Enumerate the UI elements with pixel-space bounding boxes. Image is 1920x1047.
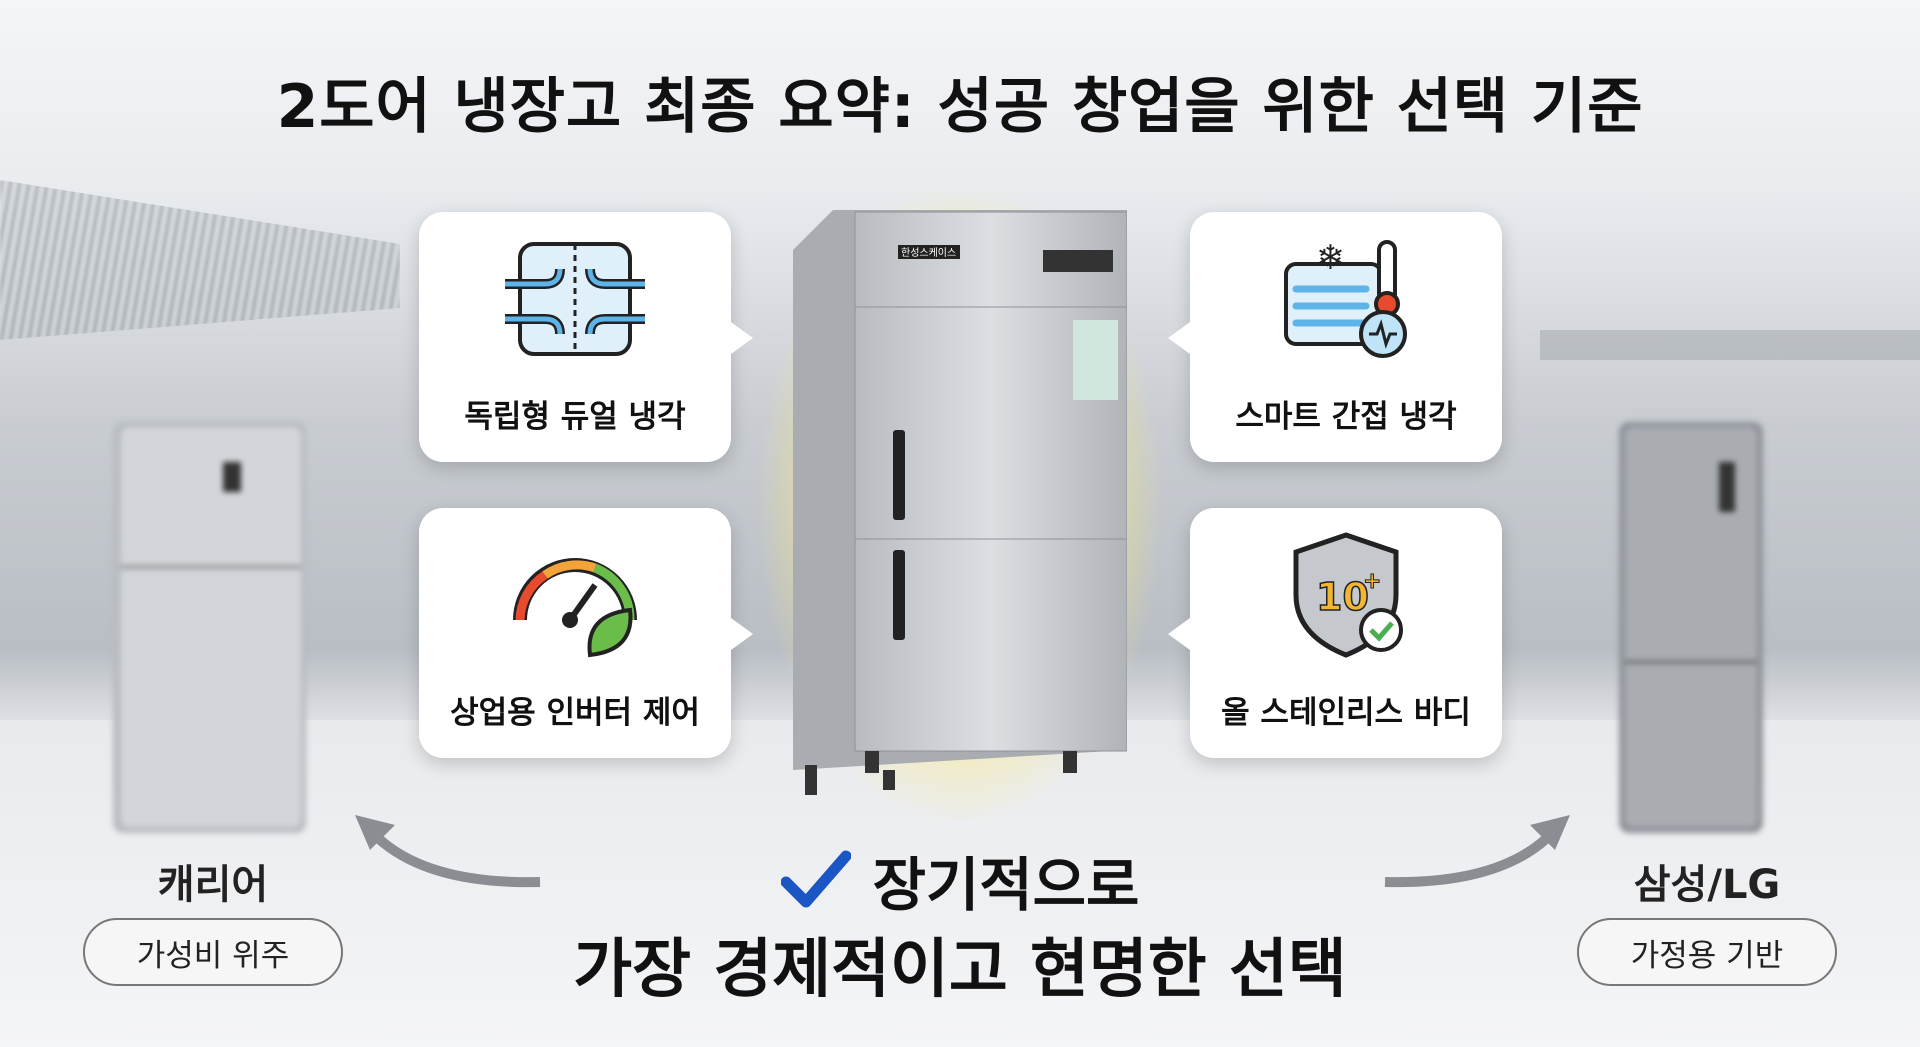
conclusion-line2: 가장 경제적이고 현명한 선택: [573, 933, 1347, 1007]
conclusion-line1: 장기적으로: [700, 838, 1220, 922]
left-arrow-icon: [366, 826, 541, 888]
center-fridge-image: 한성스케이스: [793, 210, 1127, 795]
right-brand-tag: 가정용 기반: [1577, 918, 1837, 986]
svg-text:10: 10: [1316, 575, 1369, 619]
feature-label: 스마트 간접 냉각: [1235, 399, 1457, 435]
feature-card-dual-cooling: 독립형 듀얼 냉각: [419, 212, 753, 462]
feature-label: 독립형 듀얼 냉각: [464, 399, 686, 435]
svg-text:+: +: [1363, 569, 1381, 594]
page-title: 2도어 냉장고 최종 요약: 성공 창업을 위한 선택 기준: [276, 72, 1644, 142]
gauge-leaf-icon: [513, 558, 637, 658]
svg-text:❄: ❄: [1316, 238, 1345, 278]
right-fridge-image: [1619, 422, 1763, 833]
feature-card-stainless: 10 + 올 스테인리스 바디: [1168, 508, 1502, 758]
svg-text:한성스케이스: 한성스케이스: [901, 247, 956, 259]
feature-label: 올 스테인리스 바디: [1221, 695, 1471, 731]
feature-label: 상업용 인버터 제어: [450, 695, 700, 731]
snowflake-thermometer-icon: ❄: [1284, 238, 1407, 358]
left-brand-tag: 가성비 위주: [83, 918, 343, 986]
conclusion-line1-text: 장기적으로: [872, 851, 1140, 919]
left-brand-name: 캐리어: [157, 862, 269, 908]
shield-10plus-icon: 10 +: [1293, 532, 1403, 658]
left-fridge-image: [113, 422, 306, 833]
feature-card-inverter: 상업용 인버터 제어: [419, 508, 753, 758]
right-arrow-icon: [1384, 826, 1559, 888]
dual-cooling-arrows-icon: [505, 242, 645, 356]
checkmark-icon: [780, 850, 851, 908]
feature-card-smart-cooling: ❄ 스마트 간접 냉각: [1168, 212, 1502, 462]
comparison-arrows: [355, 815, 1570, 888]
right-brand-name: 삼성/LG: [1633, 862, 1781, 908]
